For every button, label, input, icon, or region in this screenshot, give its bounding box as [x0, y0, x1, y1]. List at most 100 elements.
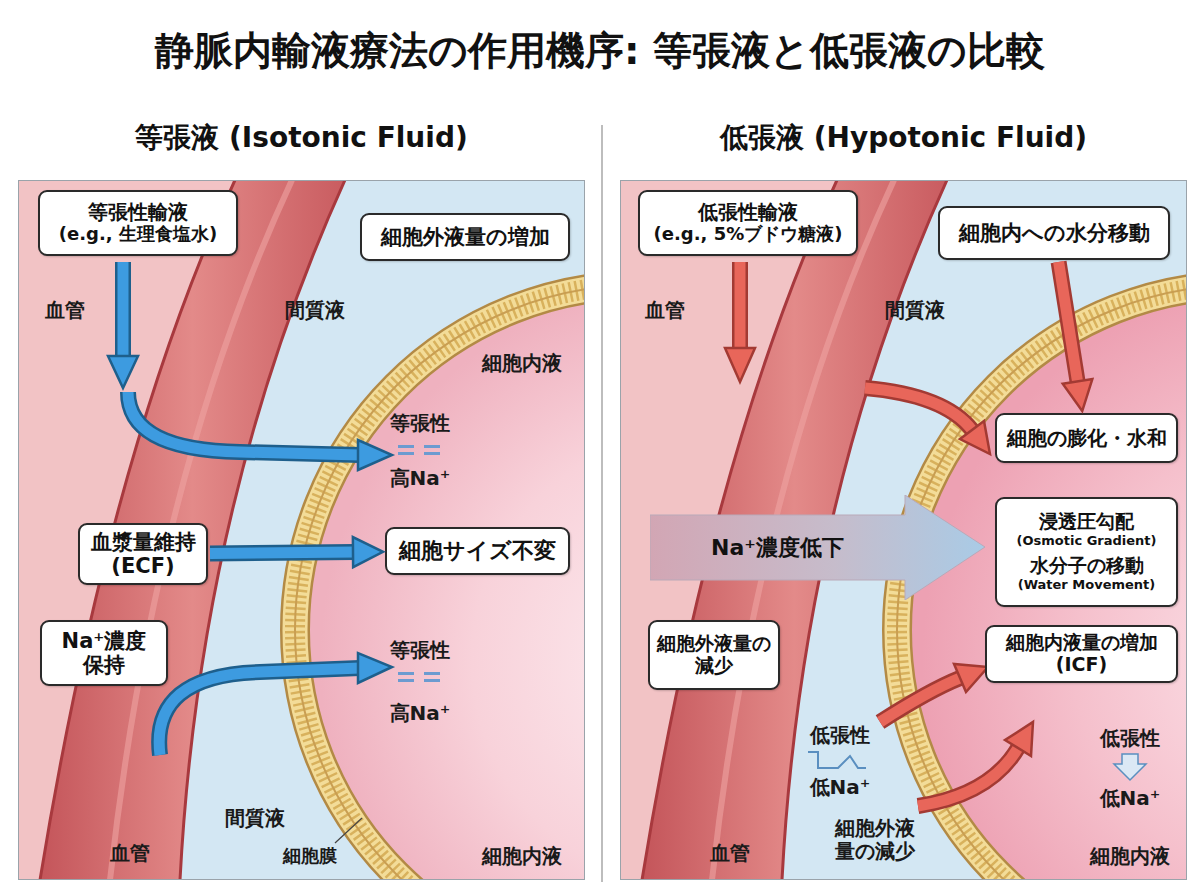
process-box: 低張性輸液(e.g., 5%ブドウ糖液) [638, 190, 858, 256]
membrane-core [897, 285, 1187, 880]
region-label: 血管 [710, 842, 750, 865]
region-label: 間質液 [885, 299, 945, 322]
hypotonic-illustration [620, 180, 1187, 880]
hypotonic-symbol [808, 752, 866, 768]
region-label: 等張性 [390, 412, 450, 435]
arrow-head [353, 537, 383, 567]
panel: 等張液 (Isotonic Fluid)等張性輸液(e.g., 生理食塩水)細胞… [18, 180, 585, 880]
block-arrow: Na⁺濃度低下 [650, 495, 985, 600]
process-box: Na⁺濃度 保持 [40, 620, 168, 686]
box-subtext: 水分子の移動 [1030, 555, 1144, 577]
equal-sign [424, 672, 440, 675]
region-label: 低張性 [810, 724, 870, 747]
arrow-shaft [735, 262, 746, 350]
arrow-outline [918, 748, 1018, 806]
arrow-outline [880, 678, 960, 722]
process-box: 血漿量維持 (ECF) [78, 523, 208, 585]
arrow-outline [115, 262, 131, 358]
region-label: 等張性 [390, 639, 450, 662]
arrow-shaft [865, 388, 972, 430]
arrow-head [1005, 722, 1033, 756]
arrow-outline [1059, 262, 1078, 383]
equal-sign [398, 679, 414, 682]
equal-sign [424, 452, 440, 455]
vessel-wall-edge [40, 180, 235, 880]
region-label: 細胞外液 量の減少 [820, 817, 930, 863]
arrow-head [108, 356, 138, 388]
diagram-title: 静脈内輸液療法の作用機序: 等張液と低張液の比較 [0, 24, 1200, 78]
flow-arrow [1059, 262, 1093, 411]
arrow-shaft [880, 678, 960, 722]
region-label: 高Na⁺ [390, 702, 451, 725]
region-label: 血管 [645, 299, 685, 322]
isotonic-illustration [18, 180, 585, 880]
arrow-shaft [159, 668, 360, 755]
box-text: 低張性輸液 [698, 201, 798, 224]
arrow-head [358, 440, 392, 470]
process-box: 細胞外液量の増加 [360, 213, 570, 261]
arrow-shaft [128, 392, 360, 455]
arrow-shaft [1059, 262, 1078, 383]
region-label: 細胞内液 [482, 845, 562, 868]
equal-sign [398, 445, 414, 448]
panel-divider [601, 125, 603, 882]
arrow-outline [128, 392, 360, 455]
arrow-outline [210, 552, 355, 553]
arrow-shaft [918, 748, 1018, 806]
hypotonic-illustration-shift [620, 180, 1187, 880]
panel-heading: 低張液 (Hypotonic Fluid) [621, 119, 1186, 157]
cell-body [897, 285, 1187, 880]
down-arrow-symbol [1114, 754, 1146, 780]
arrow-head [960, 421, 990, 454]
panel: 低張液 (Hypotonic Fluid)低張性輸液(e.g., 5%ブドウ糖液… [620, 180, 1187, 880]
region-label: 低Na⁺ [810, 776, 871, 799]
region-label: 血管 [110, 842, 150, 865]
box-text: 細胞サイズ不変 [399, 538, 556, 563]
region-label: 間質液 [285, 299, 345, 322]
equal-sign [398, 672, 414, 675]
box-subtext: (e.g., 生理食塩水) [59, 224, 217, 245]
box-text: 細胞内への水分移動 [959, 221, 1150, 245]
box-subtext: (Osmotic Gradient) [1017, 534, 1157, 549]
box-subtext: (e.g., 5%ブドウ糖液) [654, 224, 843, 245]
box-text: 細胞外液量の増加 [381, 225, 550, 249]
membrane-core [295, 285, 585, 880]
block-arrow-fill [650, 495, 985, 600]
region-label: 細胞内液 [482, 352, 562, 375]
cell-body [295, 285, 585, 880]
equal-sign [424, 445, 440, 448]
box-text: Na⁺濃度 保持 [56, 629, 152, 677]
arrow-head [954, 664, 988, 692]
process-box: 細胞外液量の 減少 [648, 620, 780, 690]
membrane-beads [295, 285, 585, 880]
leader-line [335, 818, 362, 843]
membrane-beads [897, 285, 1187, 880]
box-text: 細胞の膨化・水和 [1007, 427, 1167, 450]
equal-sign [398, 452, 414, 455]
arrow-outline [732, 262, 748, 350]
cell-membrane [295, 285, 585, 880]
box-text: 細胞外液量の 減少 [654, 633, 774, 677]
box-text: 血漿量維持 (ECF) [86, 530, 200, 578]
cell-membrane [295, 285, 585, 880]
cell-membrane [897, 285, 1187, 880]
box-text: 浸透圧勾配 [1039, 511, 1134, 533]
box-text: 等張性輸液 [88, 201, 188, 224]
process-box: 細胞サイズ不変 [385, 527, 570, 575]
equal-sign [424, 679, 440, 682]
region-label: 間質液 [225, 807, 285, 830]
arrow-head [358, 653, 392, 683]
box-text: 細胞内液量の増加 (ICF) [991, 632, 1172, 676]
process-box: 細胞の膨化・水和 [995, 413, 1178, 463]
arrow-outline [159, 668, 360, 755]
arrow-shaft [118, 262, 129, 358]
arrow-outline [865, 388, 972, 430]
region-label: 細胞膜 [283, 846, 337, 867]
box-subtext: (Water Movement) [1018, 578, 1156, 593]
panel-heading: 等張液 (Isotonic Fluid) [19, 119, 584, 157]
arrow-head [725, 348, 755, 382]
process-box: 細胞内への水分移動 [938, 206, 1170, 260]
arrow-label: Na⁺濃度低下 [711, 533, 844, 563]
region-label: 血管 [45, 299, 85, 322]
